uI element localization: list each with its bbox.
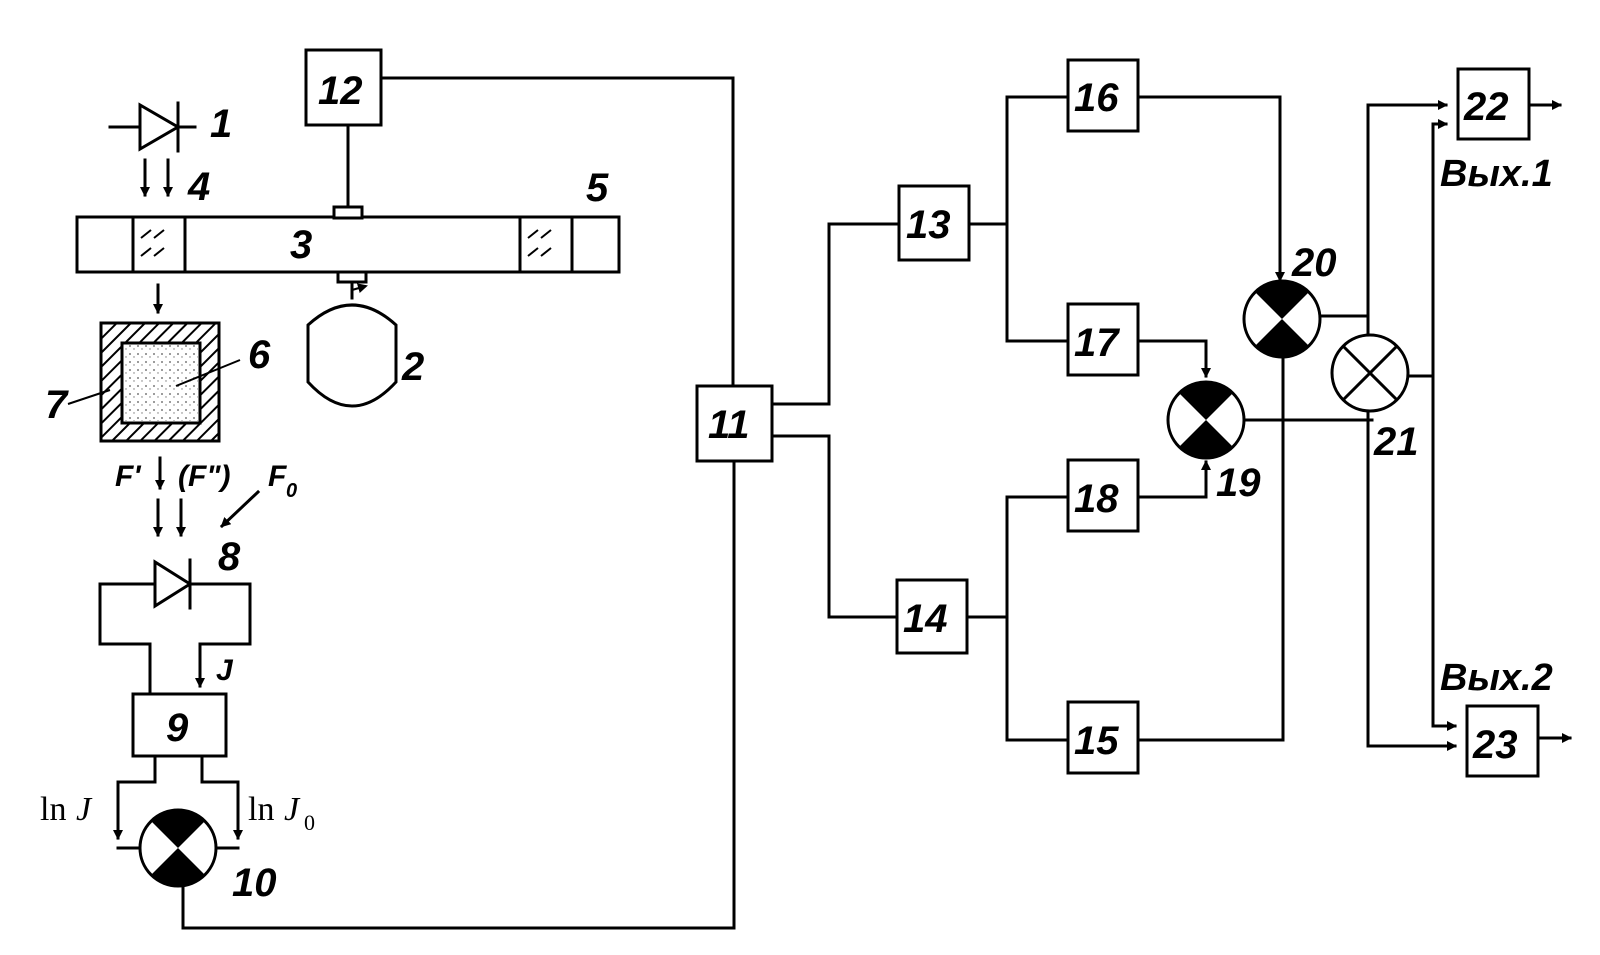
cuvette-6-7: 6 7 [45,321,271,443]
block-11 [695,384,774,463]
label-22: 22 [1463,85,1509,129]
label-1: 1 [210,102,232,146]
shaft-top [332,205,364,220]
flux-f0-sub: 0 [286,480,297,502]
label-6: 6 [248,333,271,377]
ln-j-var: J [76,791,93,828]
label-17: 17 [1074,321,1120,365]
label-3: 3 [290,223,312,267]
label-15: 15 [1074,719,1119,763]
light-arrows-top [140,158,173,197]
filter-4 [131,215,187,274]
label-23: 23 [1472,723,1518,767]
label-13: 13 [906,203,951,247]
ln-j0-sub: 0 [304,810,315,835]
label-8: 8 [218,535,241,579]
label-7: 7 [45,383,69,427]
flux-f-double-prime: (F") [178,460,231,493]
label-20: 20 [1291,241,1337,285]
output-1-label: Вых.1 [1440,153,1553,195]
multiplier-19: 19 [1166,380,1261,505]
block-18 [1066,458,1140,533]
operation-21: 21 [1330,333,1419,464]
block-14 [895,578,969,655]
label-2: 2 [401,345,424,389]
ln-j0-label: ln [248,791,274,828]
label-10: 10 [232,861,277,905]
motor-2: 2 [306,270,424,408]
flux-f0: F [268,460,287,493]
label-9: 9 [166,706,189,750]
filter-5 [518,215,574,274]
flux-f-prime: F' [115,460,141,493]
label-16: 16 [1074,76,1119,120]
block-22 [1456,67,1531,141]
subtractor-10: 10 [116,808,277,905]
block-23 [1465,704,1540,778]
photodiode-8: 8 J [98,498,252,695]
block-13 [897,184,971,262]
ln-j-label: ln [40,791,66,828]
block-12 [304,48,383,127]
block-16 [1066,58,1140,133]
label-11: 11 [708,403,750,447]
label-4: 4 [187,165,210,209]
filter-disk-3: 3 [75,215,621,274]
block-15 [1066,700,1140,775]
output-2-label: Вых.2 [1440,657,1553,699]
label-14: 14 [903,597,948,641]
current-j-label: J [216,654,234,687]
ln-j0-var: J [284,791,301,828]
label-12: 12 [318,69,363,113]
label-19: 19 [1216,461,1261,505]
led-source-1: 1 [108,101,232,153]
block-9 [131,692,228,758]
label-21: 21 [1373,420,1419,464]
label-18: 18 [1074,477,1119,521]
multiplier-20: 20 [1242,241,1337,359]
label-5: 5 [586,166,609,210]
